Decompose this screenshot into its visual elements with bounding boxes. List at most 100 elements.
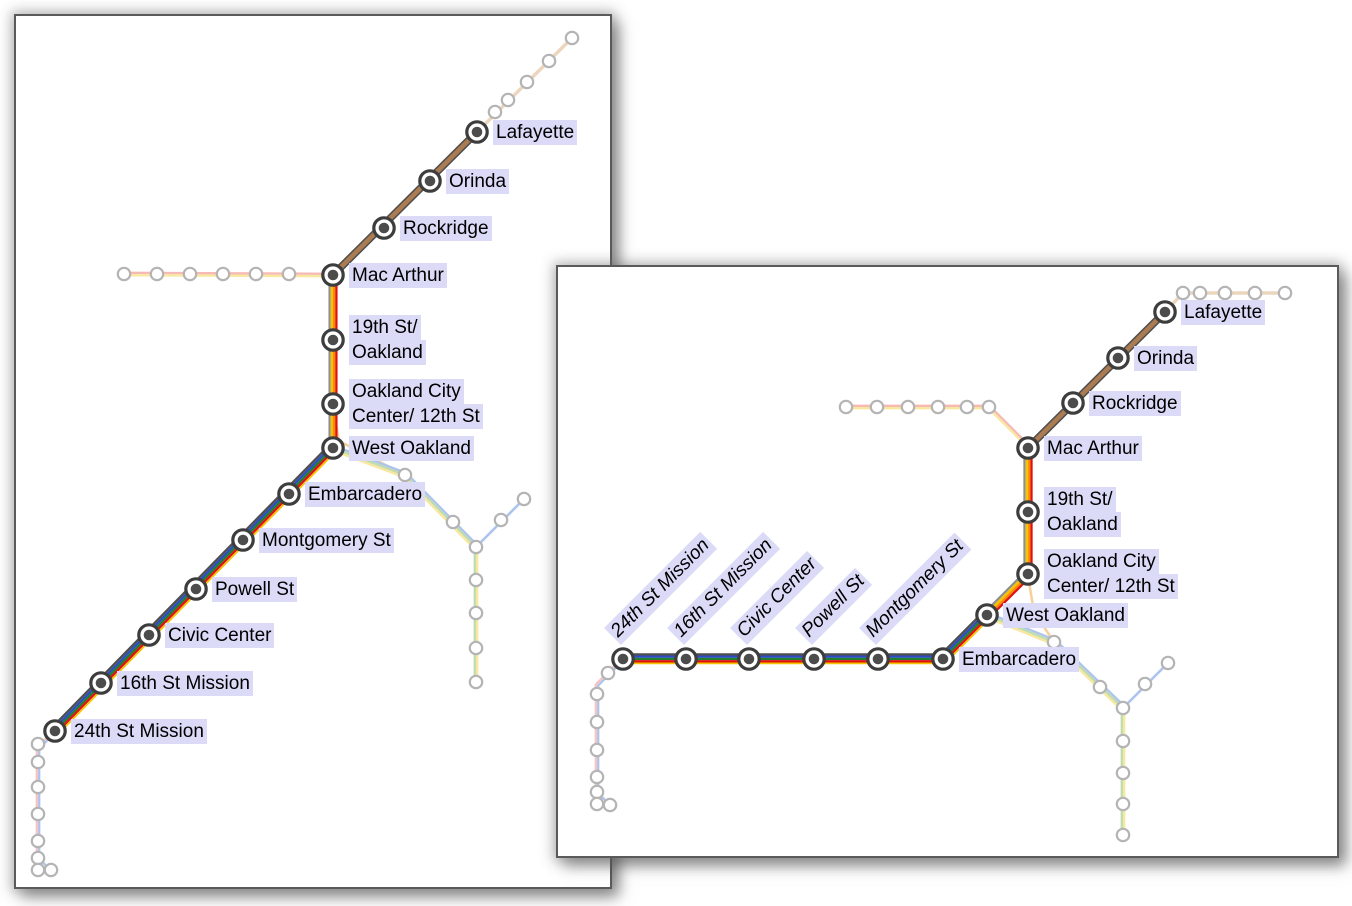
station-label-line: West Oakland <box>1003 602 1128 628</box>
station-label-line: Rockridge <box>400 215 492 241</box>
station-label: Montgomery St <box>259 527 394 553</box>
minor-station-marker <box>468 605 484 621</box>
station-label-line: Powell St <box>212 576 298 602</box>
route-line-sf-south-faded <box>597 658 625 806</box>
minor-station-marker <box>493 512 509 528</box>
minor-station-marker <box>600 665 616 681</box>
minor-station-marker <box>215 266 231 282</box>
station-marker <box>1016 500 1040 524</box>
station-label: Embarcadero <box>305 481 426 507</box>
minor-station-marker <box>838 399 854 415</box>
minor-station-marker <box>1217 285 1233 301</box>
station-marker <box>931 647 955 671</box>
minor-station-marker <box>1160 655 1176 671</box>
station-marker <box>1061 391 1085 415</box>
station-label-line: Orinda <box>446 168 510 194</box>
minor-station-marker <box>1115 796 1131 812</box>
minor-station-marker <box>1192 285 1208 301</box>
station-marker <box>866 647 890 671</box>
station-marker <box>372 216 396 240</box>
route-line-hills-line <box>330 129 480 278</box>
minor-station-marker <box>116 266 132 282</box>
metro-map-canvas <box>589 285 1293 843</box>
minor-station-marker <box>589 784 605 800</box>
station-marker <box>1106 346 1130 370</box>
station-label-line: 16th St Mission <box>117 670 253 696</box>
station-marker <box>611 647 635 671</box>
station-label-line: Oakland <box>1044 511 1121 537</box>
minor-station-marker <box>981 399 997 415</box>
minor-station-marker <box>30 754 46 770</box>
minor-station-marker <box>900 399 916 415</box>
minor-station-marker <box>589 742 605 758</box>
minor-station-marker <box>1137 676 1153 692</box>
station-label: Embarcadero <box>959 646 1080 672</box>
minor-station-marker <box>516 491 532 507</box>
route-line-sf-south-faded <box>594 657 624 806</box>
minor-station-marker <box>564 30 580 46</box>
station-label: 19th St/Oakland <box>1044 486 1121 537</box>
station-marker <box>1153 300 1177 324</box>
minor-station-marker <box>589 796 605 812</box>
station-label-line: Mac Arthur <box>1044 435 1142 461</box>
station-label: 16th St Mission <box>117 670 253 696</box>
station-marker <box>418 169 442 193</box>
station-label-line: 24th St Mission <box>71 718 207 744</box>
station-label-line: Embarcadero <box>305 481 426 507</box>
minor-station-marker <box>182 266 198 282</box>
minor-station-marker <box>930 399 946 415</box>
station-marker <box>1016 436 1040 460</box>
station-marker <box>737 647 761 671</box>
station-label-line: 19th St/ <box>349 314 421 340</box>
station-label-line: Oakland City <box>349 378 464 404</box>
station-marker <box>321 392 345 416</box>
minor-station-marker <box>468 539 484 555</box>
station-label: West Oakland <box>1003 602 1128 628</box>
minor-station-marker <box>281 266 297 282</box>
minor-station-marker <box>959 399 975 415</box>
minor-station-marker <box>30 833 46 849</box>
station-marker <box>137 623 161 647</box>
station-label-line: Orinda <box>1134 345 1198 371</box>
metro-map-canvas <box>30 30 580 878</box>
station-label-line: Lafayette <box>493 119 578 145</box>
minor-station-marker <box>1115 765 1131 781</box>
station-label-line: Lafayette <box>1181 299 1266 325</box>
minor-station-marker <box>1115 700 1131 716</box>
minor-station-marker <box>487 104 503 120</box>
station-label: Mac Arthur <box>349 262 447 288</box>
minor-station-marker <box>1277 285 1293 301</box>
minor-station-marker <box>30 850 46 866</box>
station-label: Powell St <box>212 576 298 602</box>
minor-station-marker <box>30 806 46 822</box>
station-marker <box>231 528 255 552</box>
minor-station-marker <box>541 53 557 69</box>
minor-station-marker <box>519 74 535 90</box>
station-label: Mac Arthur <box>1044 435 1142 461</box>
station-label: 24th St Mission <box>71 718 207 744</box>
minor-station-marker <box>468 572 484 588</box>
station-label: Orinda <box>446 168 510 194</box>
minor-station-marker <box>869 399 885 415</box>
minor-station-marker <box>468 674 484 690</box>
station-label-line: West Oakland <box>349 435 474 461</box>
station-label: Rockridge <box>1089 390 1181 416</box>
station-marker <box>277 482 301 506</box>
station-label-line: Oakland <box>349 339 426 365</box>
minor-station-marker <box>445 514 461 530</box>
route-line-sf-south-faded <box>38 730 57 872</box>
minor-station-marker <box>1115 733 1131 749</box>
station-label-line: Mac Arthur <box>349 262 447 288</box>
minor-station-marker <box>1092 679 1108 695</box>
minor-station-marker <box>43 862 59 878</box>
minor-station-marker <box>30 736 46 752</box>
minor-station-marker <box>1247 285 1263 301</box>
station-label-line: Civic Center <box>165 622 275 648</box>
minor-station-marker <box>30 779 46 795</box>
station-marker <box>184 577 208 601</box>
